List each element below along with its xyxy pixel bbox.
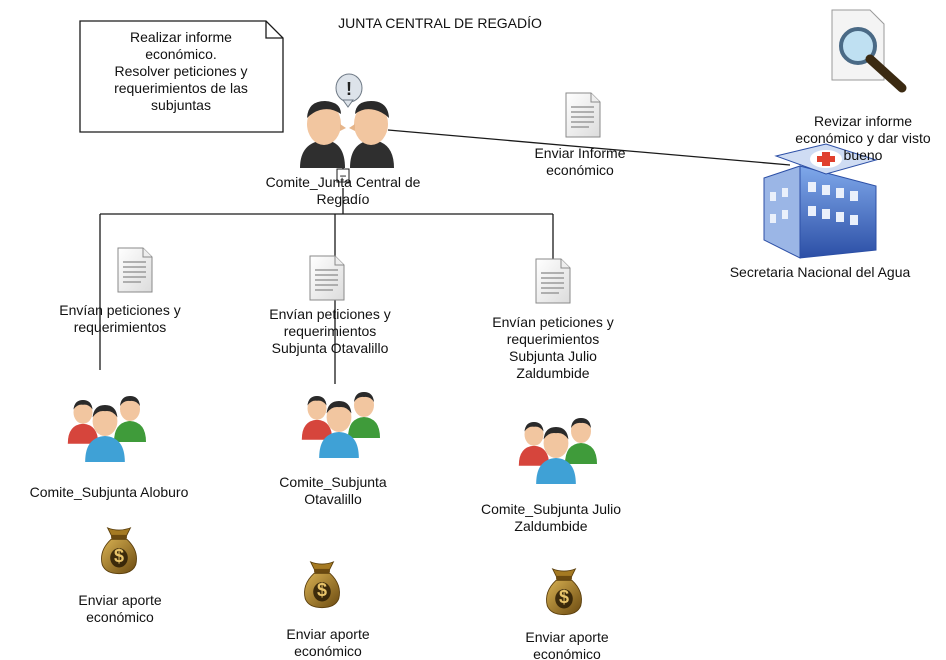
- connector-lines: [99, 129, 791, 384]
- request-label-zaldumbide: Envían peticiones y requerimientos Subju…: [458, 314, 648, 382]
- central-committee-label-line: Regadío: [316, 191, 370, 207]
- contribution-label-line: económico: [294, 643, 362, 659]
- note-line: económico.: [145, 46, 217, 62]
- committee-label-zaldumbide: Comite_Subjunta Julio Zaldumbide: [456, 501, 646, 535]
- contribution-label-zaldumbide: Enviar aporte económico: [497, 629, 637, 659]
- request-label-line: Zaldumbide: [516, 365, 590, 381]
- request-label-otavalillo: Envían peticiones y requerimientos Subju…: [235, 306, 425, 357]
- request-label-line: Envían peticiones y: [269, 306, 391, 322]
- alert-symbol: !: [346, 79, 352, 99]
- note-fold: [265, 21, 283, 39]
- money-symbol-3: $: [559, 587, 569, 607]
- committee-label-line: Comite_Subjunta Julio: [480, 501, 622, 517]
- review-label-line: bueno: [843, 147, 883, 163]
- note-shape: [79, 20, 284, 133]
- committee-label-line: Zaldumbide: [514, 518, 588, 534]
- request-label-line: Subjunta Julio: [509, 348, 597, 364]
- request-label-line: requerimientos: [506, 331, 600, 347]
- note-line: requerimientos de las: [114, 80, 248, 96]
- contribution-label-otavalillo: Enviar aporte económico: [258, 626, 398, 660]
- collapse-box[interactable]: [336, 168, 350, 183]
- review-label: Revizar informe económico y dar visto bu…: [788, 113, 938, 164]
- committee-group-icon-otavalillo: [302, 392, 380, 458]
- request-label-line: requerimientos: [283, 323, 377, 339]
- collapse-symbol: −: [339, 169, 346, 183]
- secretaria-label: Secretaria Nacional del Agua: [729, 264, 911, 280]
- send-report-label: Enviar Informe económico: [505, 145, 655, 179]
- money-symbol-1: $: [114, 546, 124, 566]
- request-label-line: requerimientos: [73, 319, 167, 335]
- contribution-label-line: Enviar aporte: [286, 626, 370, 642]
- request-document-icon-2: [309, 255, 345, 301]
- diagram-title: JUNTA CENTRAL DE REGADÍO: [338, 15, 542, 31]
- review-magnifier-icon: [831, 9, 907, 93]
- committee-group-icon-aloburo: [68, 396, 146, 462]
- note-text: Realizar informe económico. Resolver pet…: [88, 29, 274, 114]
- send-report-label-line: Enviar Informe: [534, 145, 626, 161]
- request-document-icon-3: [535, 258, 571, 304]
- request-label-line: Envían peticiones y: [492, 314, 614, 330]
- send-report-label-line: económico: [546, 162, 614, 178]
- committee-label-line: Comite_Subjunta Aloburo: [29, 484, 189, 500]
- request-label-aloburo: Envían peticiones y requerimientos: [30, 302, 210, 336]
- central-committee-icon: !: [300, 73, 394, 168]
- contribution-label-line: Enviar aporte: [78, 592, 162, 608]
- committee-group-icon-zaldumbide: [519, 418, 597, 484]
- note-line: subjuntas: [151, 97, 211, 113]
- review-label-line: Revizar informe: [813, 113, 913, 129]
- committee-label-line: Otavalillo: [304, 491, 362, 507]
- contribution-label-aloburo: Enviar aporte económico: [50, 592, 190, 626]
- request-document-icon-1: [117, 247, 153, 293]
- note-line: Realizar informe: [130, 29, 232, 45]
- money-symbol-2: $: [317, 580, 327, 600]
- committee-label-otavalillo: Comite_Subjunta Otavalillo: [253, 474, 413, 508]
- central-committee-label: Comite_Junta Central de Regadío: [238, 174, 448, 208]
- request-label-line: Envían peticiones y: [59, 302, 181, 318]
- note-line: Resolver peticiones y: [114, 63, 248, 79]
- request-label-line: Subjunta Otavalillo: [271, 340, 389, 356]
- report-document-icon: [565, 92, 601, 138]
- committee-label-aloburo: Comite_Subjunta Aloburo: [0, 484, 218, 501]
- report-connector: [387, 129, 791, 166]
- review-label-line: económico y dar visto: [795, 130, 931, 146]
- secretaria-building-icon: [763, 143, 878, 259]
- contribution-label-line: económico: [86, 609, 154, 625]
- contribution-label-line: Enviar aporte: [525, 629, 609, 645]
- central-committee-label-line: Comite_Junta Central de: [265, 174, 421, 190]
- contribution-label-line: económico: [533, 646, 601, 659]
- committee-label-line: Comite_Subjunta: [279, 474, 387, 490]
